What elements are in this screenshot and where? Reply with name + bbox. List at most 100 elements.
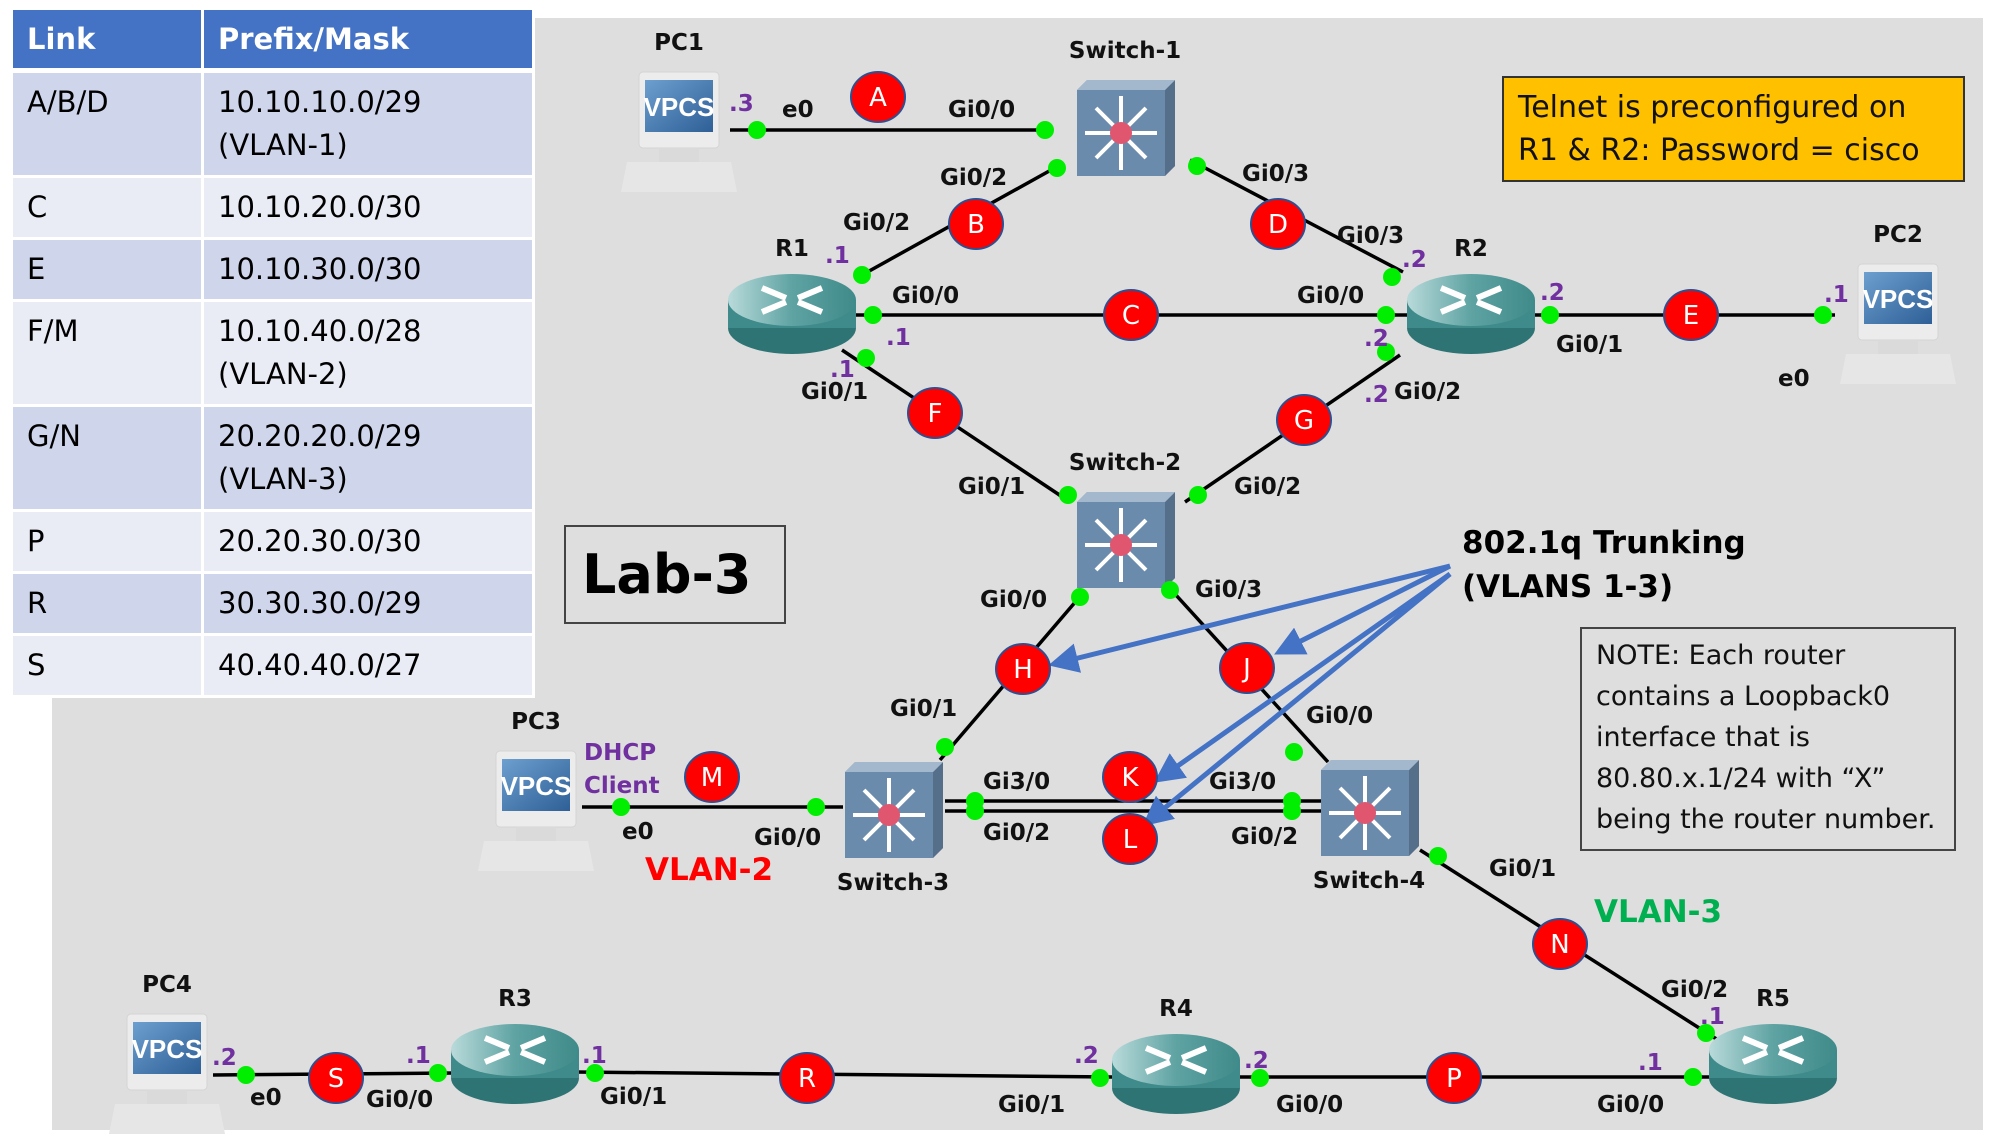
- router-icon: [451, 1024, 579, 1104]
- link-marker-n: N: [1532, 918, 1588, 970]
- device-label: PC1: [654, 30, 704, 56]
- marker-letter: J: [1241, 654, 1251, 684]
- port-dot: [857, 349, 875, 367]
- marker-letter: C: [1122, 301, 1140, 331]
- cell-prefix: 10.10.10.0/29(VLAN-1): [204, 73, 535, 178]
- link-marker-r: R: [779, 1052, 835, 1104]
- port-label: e0: [782, 97, 814, 123]
- marker-circle: [684, 751, 740, 803]
- router-node[interactable]: R5: [1709, 986, 1837, 1104]
- link-marker-g: G: [1276, 394, 1332, 446]
- link-marker-s: S: [308, 1052, 364, 1104]
- ip-label: .1: [1700, 1004, 1725, 1030]
- ip-label: .1: [830, 357, 855, 383]
- marker-circle: [1663, 289, 1719, 341]
- marker-circle: [850, 71, 906, 123]
- header-link: Link: [13, 10, 204, 73]
- vpcs-icon: [108, 1013, 226, 1135]
- port-label: Gi0/1: [998, 1092, 1065, 1118]
- telnet-note-line1: Telnet is preconfigured on: [1518, 90, 1907, 125]
- link-marker-d: D: [1250, 198, 1306, 250]
- cell-link: F/M: [13, 302, 204, 407]
- port-dot: [1188, 157, 1206, 175]
- port-label: Gi0/2: [1661, 977, 1728, 1003]
- link-marker-e: E: [1663, 289, 1719, 341]
- router-node[interactable]: R1: [728, 236, 856, 354]
- router-node[interactable]: R4: [1112, 996, 1240, 1114]
- switch-node[interactable]: Switch-2: [1069, 450, 1181, 590]
- port-label: Gi0/0: [1297, 283, 1364, 309]
- port-dot: [807, 798, 825, 816]
- switch-node[interactable]: Switch-1: [1069, 38, 1181, 178]
- prefix-text: 10.10.40.0/28: [218, 314, 422, 348]
- table-row: G/N 20.20.20.0/29(VLAN-3): [13, 407, 535, 512]
- port-label: Gi0/1: [801, 379, 868, 405]
- prefix-text: 20.20.20.0/29: [218, 419, 422, 453]
- ip-label: .3: [729, 91, 754, 117]
- port-dot: [748, 121, 766, 139]
- router-node[interactable]: R3: [451, 986, 579, 1104]
- port-label: Gi0/0: [1597, 1092, 1664, 1118]
- marker-letter: B: [967, 210, 985, 240]
- port-label: Gi0/3: [1337, 223, 1404, 249]
- router-icon: [1407, 274, 1535, 354]
- ip-label: .1: [886, 325, 911, 351]
- marker-letter: E: [1683, 301, 1699, 331]
- cell-link: A/B/D: [13, 73, 204, 178]
- link-marker-m: M: [684, 751, 740, 803]
- ip-label: .2: [1074, 1043, 1099, 1069]
- port-dot: [1377, 306, 1395, 324]
- port-label: Gi0/2: [983, 820, 1050, 846]
- trunk-arrow: [1142, 572, 1452, 827]
- vlan2-label: VLAN-2: [645, 852, 773, 888]
- port-label: Gi0/2: [1231, 824, 1298, 850]
- port-label: Gi0/1: [600, 1084, 667, 1110]
- link-marker-l: L: [1102, 813, 1158, 865]
- device-label: R1: [775, 236, 809, 262]
- router-node[interactable]: R2: [1407, 236, 1535, 354]
- cell-link: P: [13, 512, 204, 574]
- link-marker-p: P: [1426, 1052, 1482, 1104]
- device-label: R5: [1756, 986, 1790, 1012]
- port-dot: [1697, 1024, 1715, 1042]
- labels-layer: e0 Gi0/0 Gi0/2 Gi0/3 Gi0/2 Gi0/0 Gi0/1 G…: [212, 91, 1849, 1118]
- ip-label: .2: [1540, 280, 1565, 306]
- marker-circle: [907, 387, 963, 439]
- vlan-text: (VLAN-1): [218, 128, 348, 162]
- vpcs-icon: [1839, 263, 1957, 385]
- marker-circle: [308, 1052, 364, 1104]
- port-label: Gi0/0: [1276, 1092, 1343, 1118]
- port-dot: [936, 738, 954, 756]
- trunk-label-line1: 802.1q Trunking: [1462, 525, 1746, 561]
- marker-letter: R: [798, 1064, 816, 1094]
- marker-letter: P: [1446, 1064, 1462, 1094]
- port-dot: [1429, 847, 1447, 865]
- port-label: Gi3/0: [1209, 769, 1276, 795]
- vlan-text: (VLAN-3): [218, 462, 348, 496]
- marker-letter: K: [1121, 763, 1139, 793]
- cell-prefix: 40.40.40.0/27: [204, 636, 535, 698]
- port-label: e0: [1778, 366, 1810, 392]
- switch-node[interactable]: Switch-3: [837, 760, 949, 896]
- link-marker-b: B: [948, 198, 1004, 250]
- marker-letter: F: [928, 399, 943, 429]
- trunk-arrow: [1048, 563, 1451, 673]
- port-dot: [966, 802, 984, 820]
- switch-node[interactable]: Switch-4: [1313, 758, 1425, 894]
- table-row: C 10.10.20.0/30: [13, 178, 535, 240]
- port-dot: [1071, 588, 1089, 606]
- table-row: F/M 10.10.40.0/28(VLAN-2): [13, 302, 535, 407]
- marker-circle: [1102, 751, 1158, 803]
- marker-circle: [948, 198, 1004, 250]
- device-label: PC3: [511, 709, 561, 735]
- marker-circle: [779, 1052, 835, 1104]
- addressing-table: Link Prefix/Mask A/B/D 10.10.10.0/29(VLA…: [13, 10, 535, 698]
- header-prefix: Prefix/Mask: [204, 10, 535, 73]
- cell-link: S: [13, 636, 204, 698]
- link-marker-f: F: [907, 387, 963, 439]
- telnet-note: Telnet is preconfigured on R1 & R2: Pass…: [1502, 76, 1965, 182]
